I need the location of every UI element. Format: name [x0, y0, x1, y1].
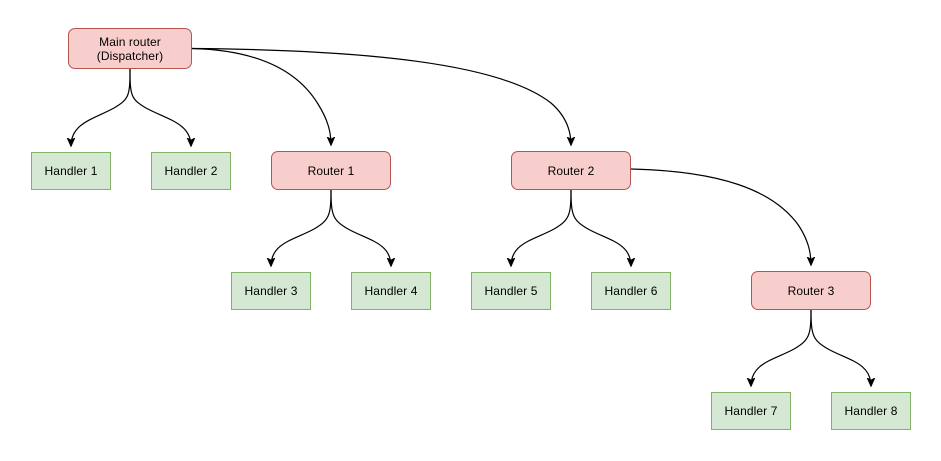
edge-router-2-to-handler-5	[511, 189, 572, 266]
node-main-router-label: Main router (Dispatcher)	[96, 34, 164, 63]
edge-router-1-to-handler-4	[330, 189, 391, 266]
node-router-3[interactable]: Router 3	[751, 271, 871, 310]
node-handler-3[interactable]: Handler 3	[231, 272, 311, 310]
node-handler-6[interactable]: Handler 6	[591, 272, 671, 310]
node-router-1-label: Router 1	[307, 163, 355, 178]
node-handler-8[interactable]: Handler 8	[831, 392, 911, 430]
node-handler-6-label: Handler 6	[604, 284, 658, 298]
node-handler-5-label: Handler 5	[484, 284, 538, 298]
node-main-router[interactable]: Main router (Dispatcher)	[68, 28, 192, 69]
edge-main-to-router-1	[191, 47, 331, 146]
node-router-3-label: Router 3	[787, 283, 835, 298]
node-handler-1[interactable]: Handler 1	[31, 152, 111, 190]
node-router-1[interactable]: Router 1	[271, 151, 391, 190]
node-handler-2-label: Handler 2	[164, 164, 218, 178]
edge-router-1-to-handler-3	[271, 189, 332, 266]
edge-main-to-handler-1	[71, 68, 131, 146]
node-handler-1-label: Handler 1	[44, 164, 98, 178]
node-handler-5[interactable]: Handler 5	[471, 272, 551, 310]
node-handler-7-label: Handler 7	[724, 404, 778, 418]
node-router-2-label: Router 2	[547, 163, 595, 178]
edge-router-2-to-router-3	[630, 168, 811, 265]
node-handler-8-label: Handler 8	[844, 404, 898, 418]
edge-router-3-to-handler-8	[810, 309, 871, 386]
node-handler-3-label: Handler 3	[244, 284, 298, 298]
node-router-2[interactable]: Router 2	[511, 151, 631, 190]
node-handler-4[interactable]: Handler 4	[351, 272, 431, 310]
edge-main-to-router-2	[191, 47, 571, 146]
edge-router-2-to-handler-6	[570, 189, 631, 266]
edge-main-to-handler-2	[129, 68, 191, 146]
node-handler-4-label: Handler 4	[364, 284, 418, 298]
node-handler-2[interactable]: Handler 2	[151, 152, 231, 190]
node-handler-7[interactable]: Handler 7	[711, 392, 791, 430]
edge-router-3-to-handler-7	[751, 309, 812, 386]
